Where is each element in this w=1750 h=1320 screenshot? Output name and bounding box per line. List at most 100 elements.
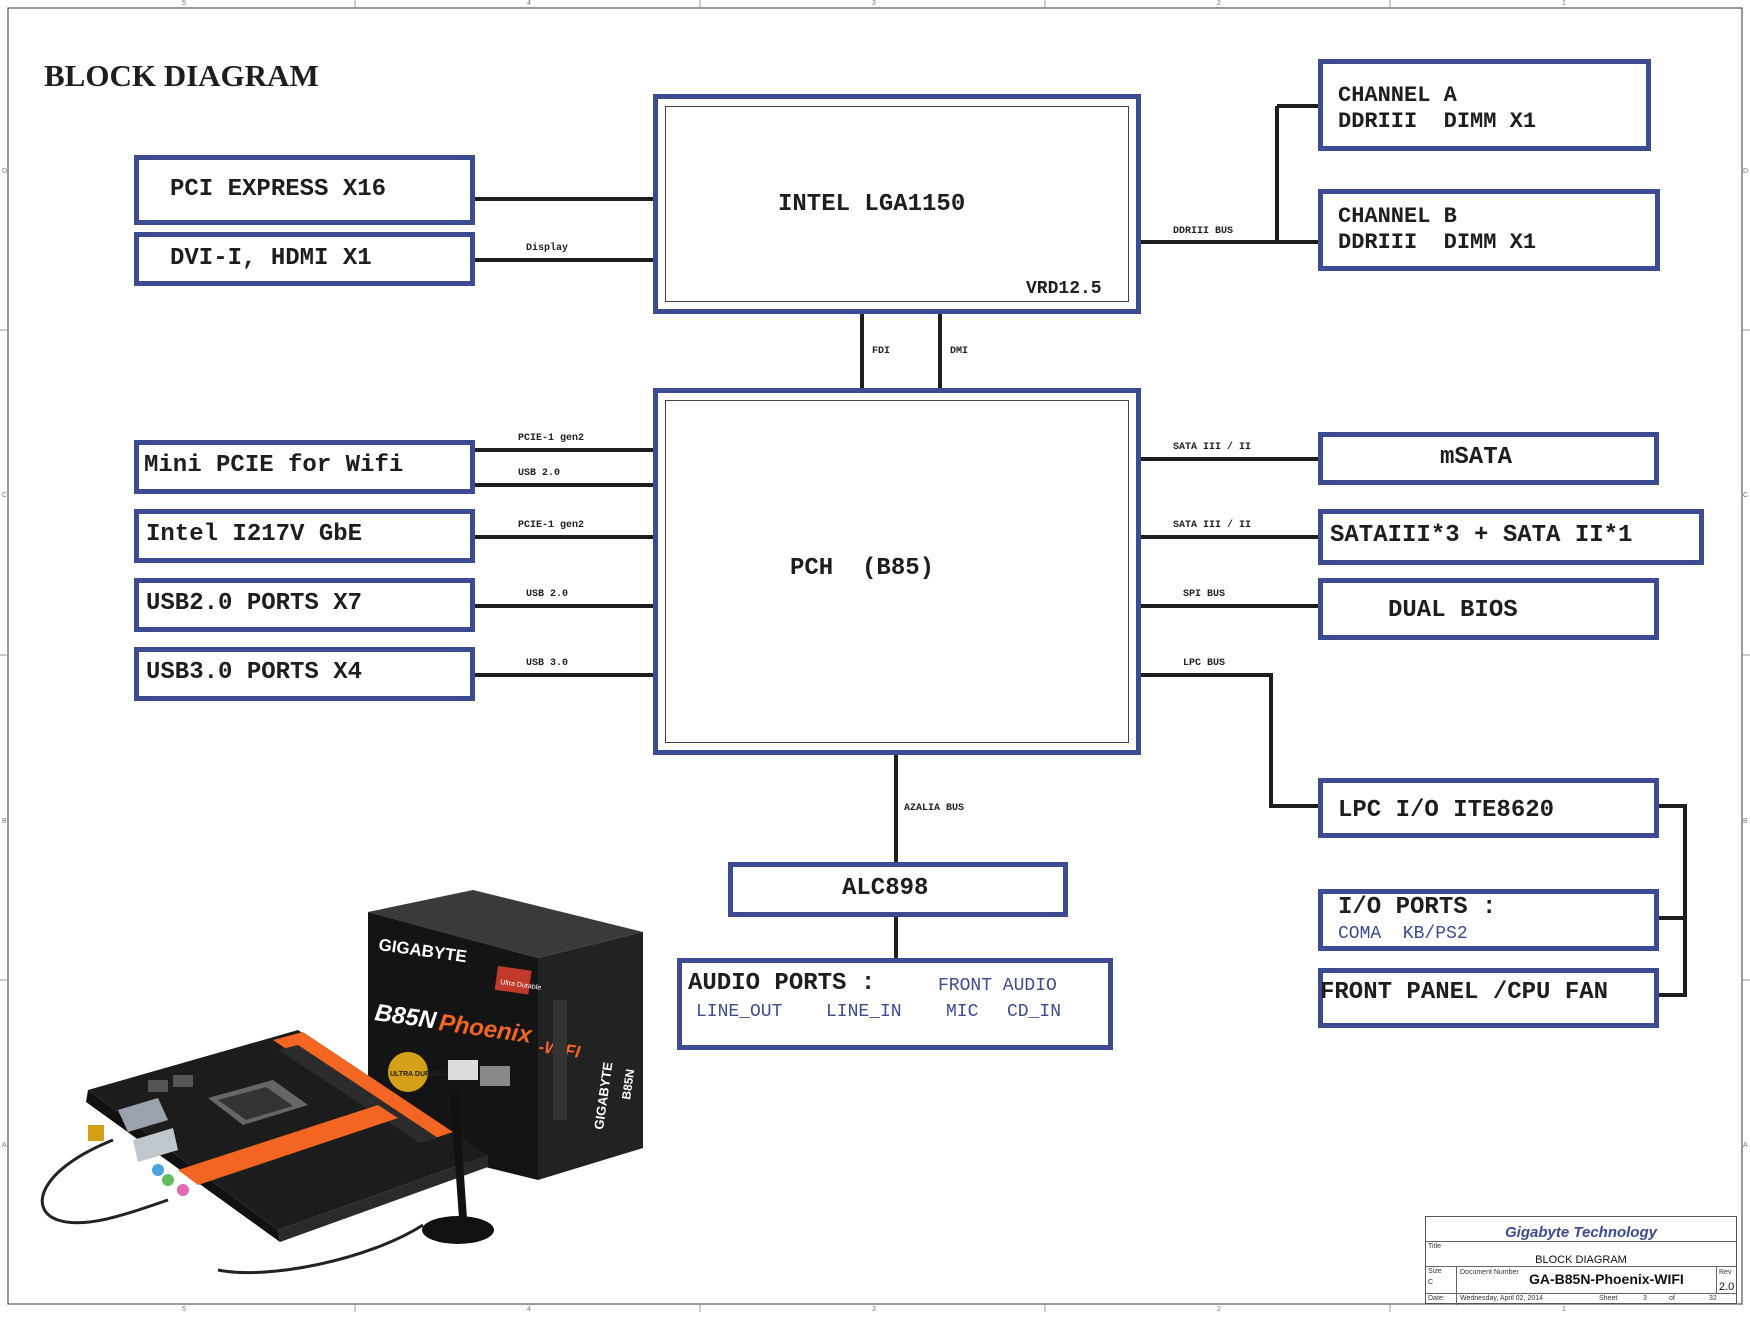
- audio-ports-title: AUDIO PORTS :: [688, 970, 876, 997]
- audio-ports-block: [677, 958, 1113, 1050]
- cpu-label: INTEL LGA1150: [778, 191, 966, 218]
- title-label: Title: [1428, 1243, 1441, 1250]
- border-tick: 3: [872, 1306, 876, 1313]
- io-ports-title: I/O PORTS :: [1338, 894, 1497, 921]
- border-tick: A: [1743, 1142, 1748, 1149]
- usb3-block: [134, 647, 475, 701]
- document-number: GA-B85N-Phoenix-WIFI: [1529, 1271, 1684, 1287]
- pcie-x16-block: [134, 155, 475, 225]
- border-tick: 1: [1562, 1306, 1566, 1313]
- channel-a-block: [1318, 59, 1651, 151]
- border-tick: C: [2, 492, 8, 499]
- bus-label-azalia: AZALIA BUS: [904, 803, 965, 814]
- cpu-block: [653, 94, 1141, 314]
- dvi-hdmi-block: [134, 232, 475, 286]
- bus-label-usb2: USB 2.0: [526, 589, 569, 600]
- bus-label-usb3: USB 3.0: [526, 658, 569, 669]
- date-label: Date:: [1428, 1295, 1445, 1302]
- alc898-block: [728, 862, 1068, 917]
- size-label: Size: [1428, 1268, 1442, 1275]
- bus-label-spi: SPI BUS: [1183, 589, 1226, 600]
- sheet-value: 3: [1643, 1295, 1647, 1302]
- pcie-x16-label: PCI EXPRESS X16: [170, 176, 387, 203]
- border-tick: 4: [527, 0, 531, 7]
- title-block-title-row: [1426, 1241, 1736, 1267]
- cpu-vrd-label: VRD12.5: [1026, 279, 1102, 299]
- alc898-label: ALC898: [842, 875, 929, 902]
- title-block: Gigabyte Technology Title BLOCK DIAGRAM …: [1425, 1216, 1737, 1305]
- sata-block: [1318, 509, 1704, 565]
- bus-label-pcie-gbe: PCIE-1 gen2: [518, 520, 585, 531]
- lpc-io-label: LPC I/O ITE8620: [1338, 797, 1555, 824]
- channel-a-line2: DDRIII DIMM X1: [1338, 109, 1537, 134]
- bus-label-fdi: FDI: [872, 346, 891, 357]
- border-tick: D: [1743, 168, 1749, 175]
- pch-label: PCH (B85): [790, 555, 935, 582]
- bus-label-usb-wifi: USB 2.0: [518, 468, 561, 479]
- rev-value: 2.0: [1719, 1281, 1735, 1293]
- title-block-company-row: [1426, 1217, 1736, 1242]
- border-tick: 5: [182, 1306, 186, 1313]
- msata-label: mSATA: [1440, 444, 1513, 471]
- usb2-label: USB2.0 PORTS X7: [146, 590, 363, 617]
- border-tick: 2: [1217, 0, 1221, 7]
- bus-label-lpc: LPC BUS: [1183, 658, 1226, 669]
- dual-bios-label: DUAL BIOS: [1388, 597, 1518, 624]
- line-in-label: LINE_IN: [826, 1002, 902, 1022]
- usb2-block: [134, 578, 475, 632]
- channel-b-line2: DDRIII DIMM X1: [1338, 230, 1537, 255]
- gbe-block: [134, 509, 475, 563]
- size-value: C: [1428, 1279, 1434, 1286]
- front-panel-label: FRONT PANEL /CPU FAN: [1320, 979, 1609, 1006]
- mini-pcie-wifi-block: [134, 440, 475, 494]
- bus-label-sata-ports: SATA III / II: [1173, 520, 1252, 531]
- sheet-label: Sheet: [1599, 1295, 1618, 1302]
- front-audio-label: FRONT AUDIO: [938, 976, 1057, 996]
- mic-label: MIC: [946, 1002, 979, 1022]
- channel-a-line1: CHANNEL A: [1338, 83, 1457, 108]
- bus-label-ddriii: DDRIII BUS: [1173, 226, 1234, 237]
- company-name: Gigabyte Technology: [1505, 1224, 1657, 1241]
- rev-label: Rev: [1719, 1269, 1732, 1276]
- gbe-label: Intel I217V GbE: [146, 521, 363, 548]
- box-side-model: B85N: [619, 1068, 637, 1100]
- front-panel-block: [1318, 968, 1659, 1028]
- bus-label-display: Display: [526, 243, 569, 254]
- total-sheets: 32: [1709, 1295, 1717, 1302]
- border-tick: 4: [527, 1306, 531, 1313]
- of-label: of: [1669, 1295, 1675, 1302]
- lpc-io-block: [1318, 778, 1659, 838]
- io-ports-sub: COMA KB/PS2: [1338, 924, 1468, 944]
- usb3-label: USB3.0 PORTS X4: [146, 659, 363, 686]
- border-tick: C: [1743, 492, 1749, 499]
- dvi-hdmi-label: DVI-I, HDMI X1: [170, 245, 372, 272]
- border-tick: A: [2, 1142, 7, 1149]
- dual-bios-block: [1318, 578, 1659, 640]
- title-block-divider: [1716, 1266, 1717, 1293]
- border-tick: 3: [872, 0, 876, 7]
- channel-b-block: [1318, 189, 1660, 271]
- line-out-label: LINE_OUT: [696, 1002, 783, 1022]
- border-tick: 1: [1562, 0, 1566, 7]
- bus-label-pcie-wifi: PCIE-1 gen2: [518, 433, 585, 444]
- title-block-divider: [1456, 1266, 1457, 1305]
- io-ports-block: [1318, 889, 1659, 951]
- date-value: Wednesday, April 02, 2014: [1460, 1295, 1544, 1302]
- cd-in-label: CD_IN: [1007, 1002, 1062, 1022]
- border-tick: D: [2, 168, 8, 175]
- sata-label: SATAIII*3 + SATA II*1: [1330, 522, 1633, 549]
- title-block-doc-row: [1426, 1266, 1736, 1294]
- product-box-image: GIGABYTE Ultra Durable B85N Phoenix -WIF…: [40, 890, 643, 1275]
- diagram-heading: BLOCK DIAGRAM: [44, 58, 319, 93]
- box-feature: ULTRA DURABLE 4: [390, 1071, 455, 1078]
- border-tick: B: [2, 818, 7, 825]
- docnum-label: Document Number: [1460, 1269, 1519, 1276]
- bus-label-dmi: DMI: [950, 346, 969, 357]
- channel-b-line1: CHANNEL B: [1338, 204, 1457, 229]
- border-tick: 5: [182, 0, 186, 7]
- border-tick: B: [1743, 818, 1748, 825]
- border-tick: 2: [1217, 1306, 1221, 1313]
- pch-block: [653, 388, 1141, 755]
